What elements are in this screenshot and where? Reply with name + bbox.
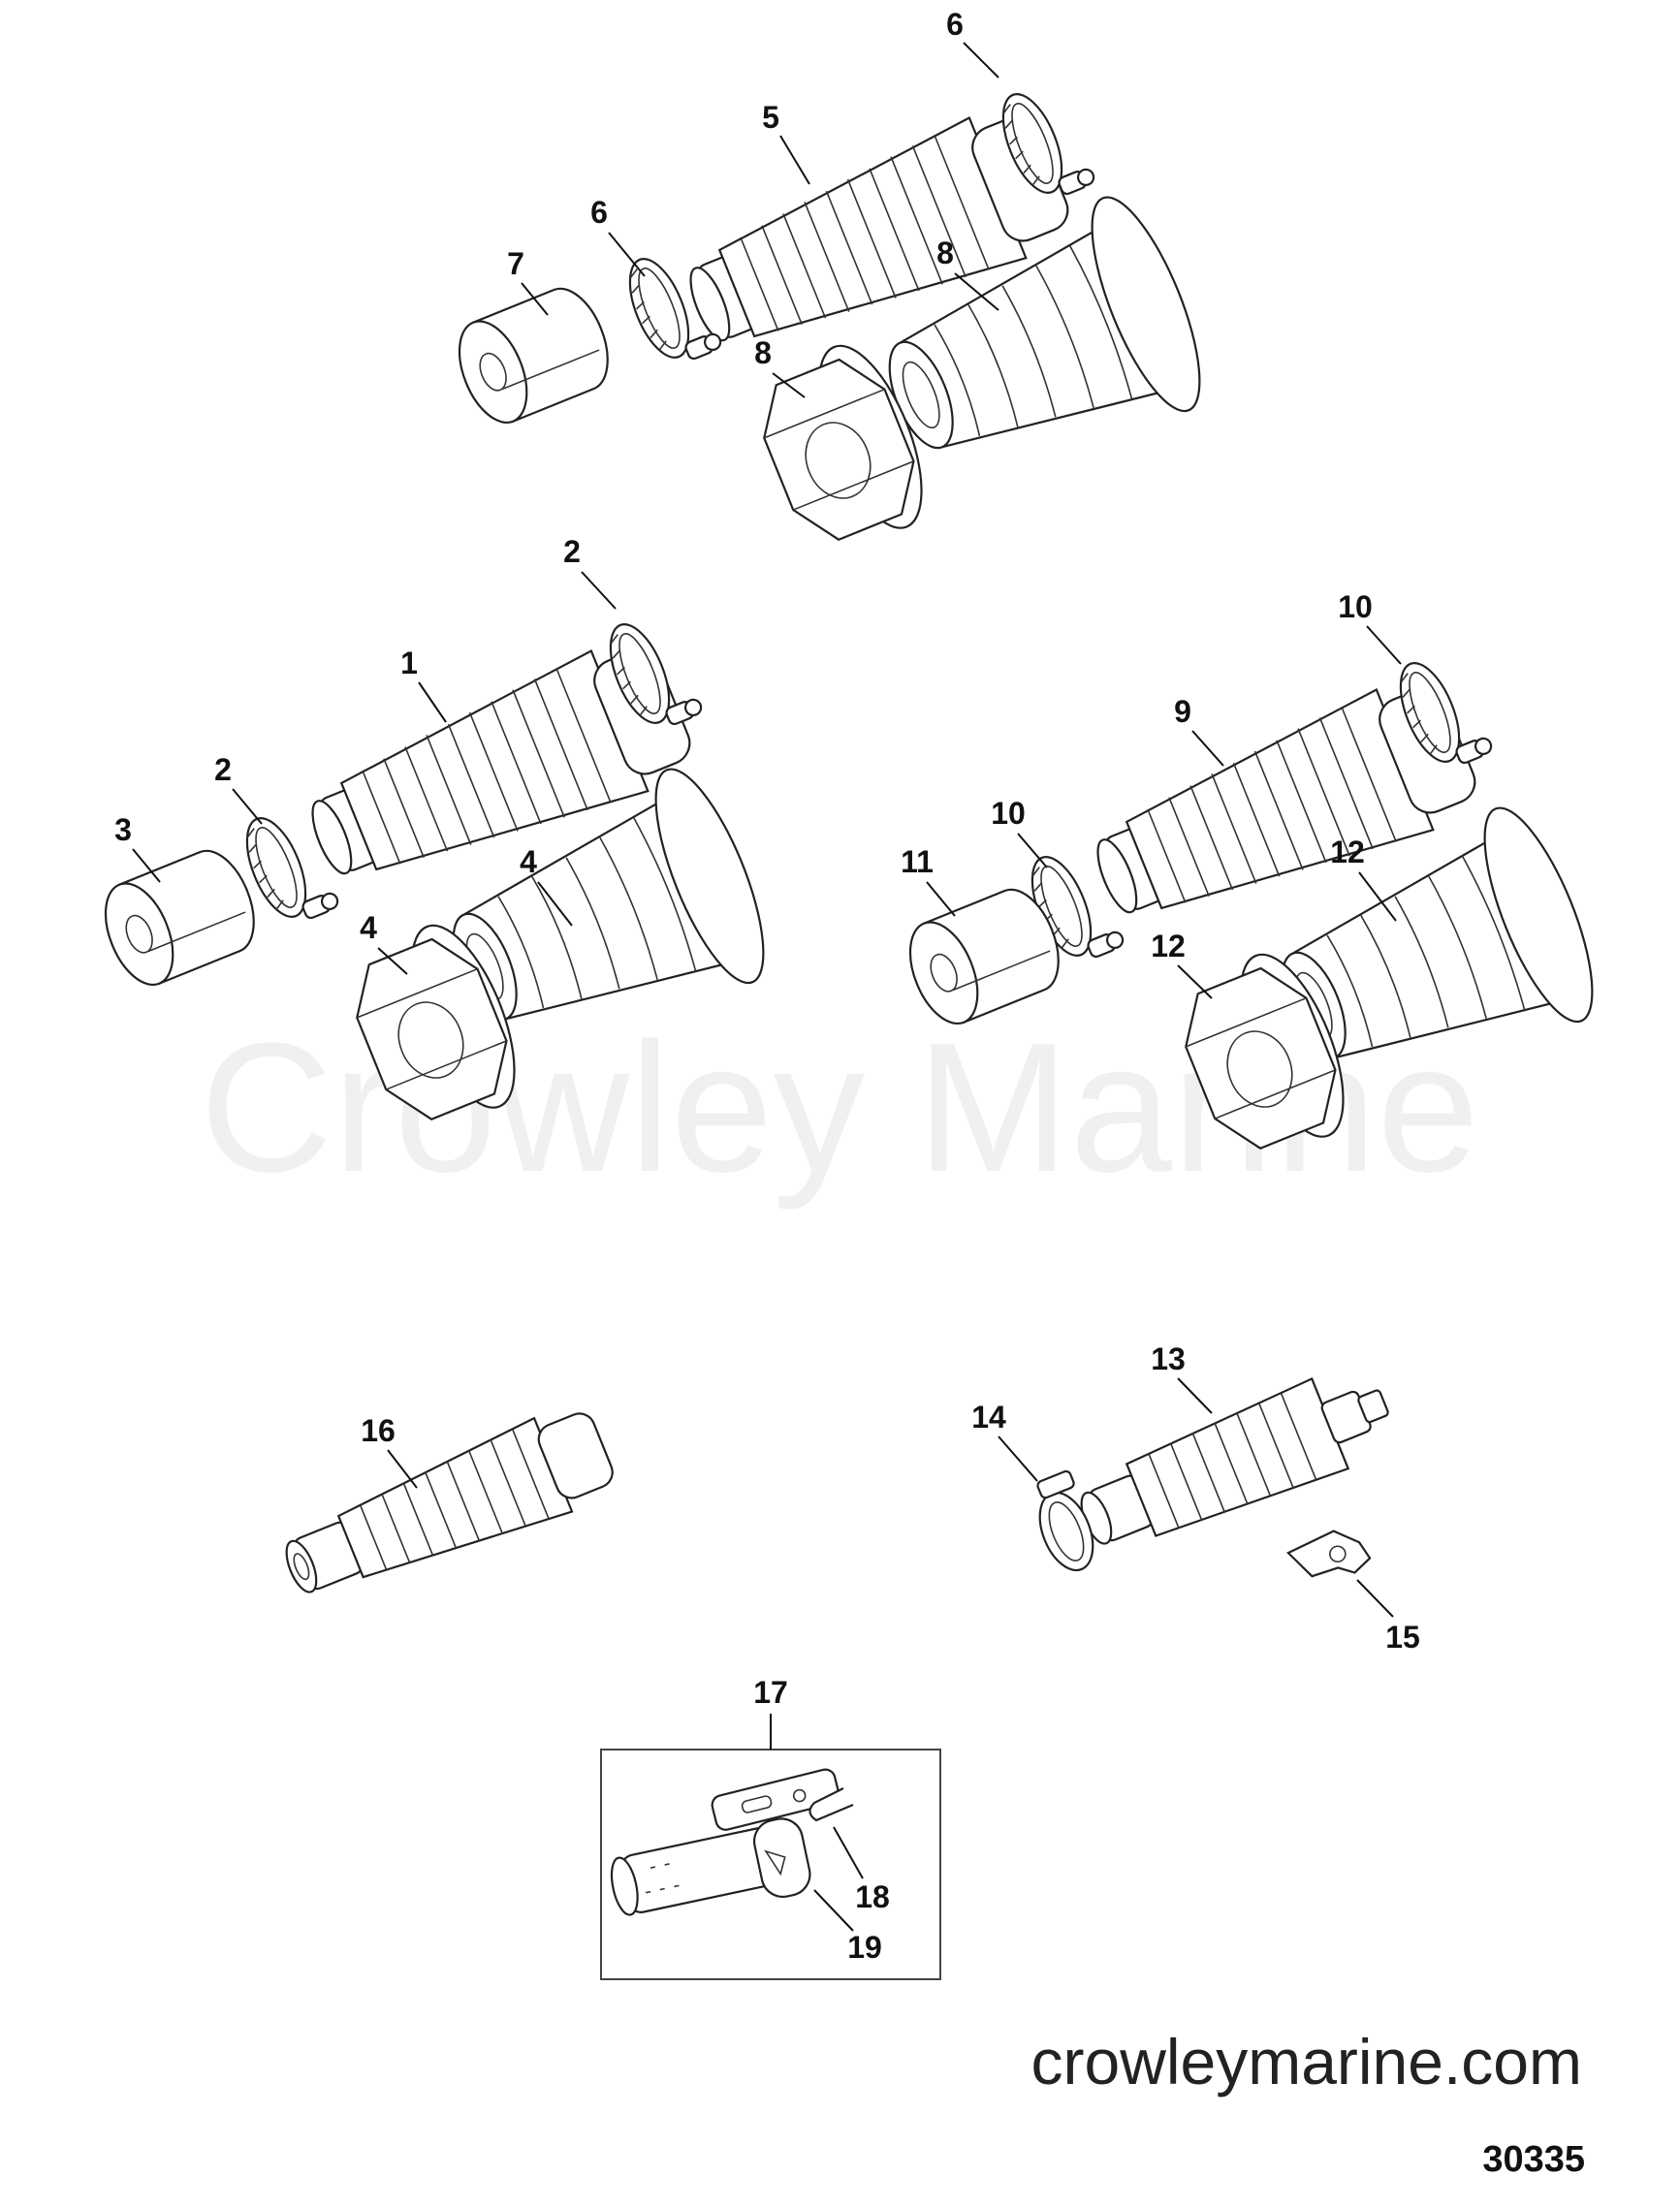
callout-10-left: 10: [991, 796, 1026, 831]
bushing-7: [445, 277, 622, 434]
website-label: crowleymarine.com: [1031, 2026, 1582, 2098]
callout-14: 14: [971, 1400, 1006, 1435]
callout-17: 17: [753, 1675, 788, 1710]
callout-8-left: 8: [754, 335, 772, 370]
group-top: 6 5 6 7 8 8: [445, 7, 1222, 565]
callout-19: 19: [847, 1930, 882, 1965]
callout-6-left: 6: [590, 195, 608, 230]
callout-3: 3: [114, 812, 132, 847]
u-clip-18: [808, 1787, 854, 1822]
lock-plate-19: [610, 1817, 811, 1916]
group-part-16: 16: [285, 1412, 614, 1593]
callout-2-top: 2: [563, 534, 581, 569]
callout-6-top: 6: [946, 7, 964, 42]
callout-4-left: 4: [360, 910, 377, 945]
callout-9: 9: [1174, 694, 1191, 729]
clip-15: [1285, 1530, 1372, 1578]
group-kit-17: 17 18 19: [600, 1675, 941, 1980]
callout-16: 16: [361, 1413, 396, 1448]
bushing-3: [91, 839, 269, 996]
callout-11: 11: [901, 844, 934, 879]
group-middle-right: 10 9 10 11 12 12: [896, 589, 1615, 1174]
callout-7: 7: [507, 246, 524, 281]
boot-16: [285, 1412, 614, 1593]
diagram-number: 30335: [1482, 2139, 1585, 2180]
callout-12-right: 12: [1330, 835, 1365, 869]
callout-12-left: 12: [1151, 929, 1186, 963]
callout-18: 18: [855, 1879, 890, 1914]
callout-4-right: 4: [520, 844, 537, 879]
callout-5: 5: [762, 100, 779, 135]
callout-8-right: 8: [936, 236, 954, 270]
callout-1: 1: [400, 646, 418, 680]
callout-15: 15: [1385, 1620, 1420, 1655]
clamp-14: [1036, 1469, 1094, 1572]
boot-13: [1080, 1376, 1389, 1545]
callout-13: 13: [1151, 1341, 1186, 1376]
retainer-18: [711, 1768, 840, 1831]
callout-2-left: 2: [214, 752, 232, 787]
callout-10-top: 10: [1338, 589, 1373, 624]
group-middle-left: 2 1 2 3 4 4: [91, 534, 786, 1145]
group-parts-13-14-15: 13 14 15: [971, 1341, 1420, 1655]
